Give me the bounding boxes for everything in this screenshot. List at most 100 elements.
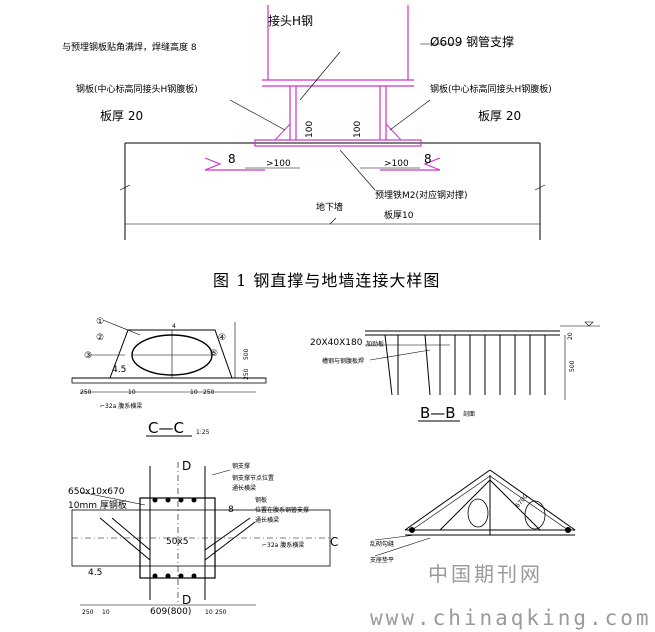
embedded-plate [254,139,422,147]
cg-mark-2: ② [96,333,104,343]
leader-joint [299,51,341,101]
plan-note-1: 钢支撑 [232,462,250,470]
truss-leader-1 [374,534,416,541]
truss-note-1: 乱砌勾缝 [370,540,394,548]
cg-scale: 1:25 [196,429,210,436]
bolt [165,573,171,579]
plate-right-thk-label: 板厚 20 [478,109,521,123]
plan-beam-label: ⌐32a 腹系横梁 [262,541,304,549]
plan-beam-band [71,509,331,567]
plan-dim-250-left: 250 [82,609,94,616]
truss-detail: 乱砌勾缝 支座垫平 6700 [370,469,576,564]
bb-title: B—B [420,404,456,422]
plan-brace-l2 [111,517,151,551]
bb-level-mark [584,321,594,327]
leader-plate-left [229,99,286,131]
leader-embedded [339,149,376,191]
plate-right-label: 钢板(中心标高同接头H钢腹板) [430,83,552,95]
plan-plate-650: 650x10x670 [68,487,125,497]
bb-dim-20: 20 [567,332,574,340]
plan-section-8: 8 [228,505,234,515]
cg-beam-label: ⌐32a 腹系横梁 [100,402,142,410]
bb-leader-2 [369,349,431,361]
dim-100-b: 100 [353,121,363,138]
cg-title: C—C [148,419,184,437]
weld-symbol-right [423,157,441,171]
cg-d10-left: 10 [128,389,136,396]
figure-caption: 图 1 钢直撑与地墙连接大样图 [213,271,440,290]
wall-break-bottom [329,217,337,225]
cg-mark-5: ⑤ [210,349,218,359]
truss-support-right [565,527,571,533]
plan-leader-650 [79,491,146,506]
cg-dim-500: 500 [243,348,250,360]
truss-support-left [409,527,415,533]
plan-note-2: 钢支撑节点位置 [232,474,274,482]
plan-dim-609: 609(800) [150,607,191,617]
bb-plate-note: 加劲板 [366,340,384,348]
cg-mark-3: ③ [84,351,92,361]
embedded-label: 预埋铁M2(对应钢对撑) [375,189,468,201]
cg-mark-1: ① [96,317,104,327]
bolt [178,573,184,579]
cg-mark-4: ④ [218,333,226,343]
plan-dim-10-right: 10 [205,609,213,616]
weld-symbol-left [204,157,222,171]
cg-dim-250: 250 [243,368,250,380]
plan-bolts [152,497,197,579]
bolt [152,497,158,503]
plate-left-label: 钢板(中心标高同接头H钢腹板) [76,83,198,95]
plate-left-thk-label: 板厚 20 [100,109,143,123]
truss-top-left [404,469,491,531]
bolt [191,497,197,503]
plan-center-plate: 50x5 [166,537,189,547]
plan-note-5: 位置在腹系钢管支撑 [255,506,309,514]
plan-leader-notes [211,469,231,476]
cg-trapezoid [109,329,233,379]
plan-brace-l1 [99,517,151,561]
weld-8-left: 8 [228,152,236,166]
plan-dim-250-right: 250 [215,609,227,616]
truss-top-left-inner [411,475,491,531]
truss-note-2: 支座垫平 [370,556,394,564]
dim-100-d: >100 [384,159,409,169]
watermark-cn: 中国期刊网 [428,562,543,586]
truss-leader-2 [374,537,431,557]
weld-note-label: 与预埋钢板贴角满焊，焊缝高度 8 [62,41,197,53]
dim-100-c: >100 [266,159,291,169]
plan-brace-r1 [204,517,251,551]
cg-detail: 250 10 10 250 ⌐32a 腹系横梁 500 250 4.5 4 ① … [71,317,267,437]
wall-label: 地下墙 [316,201,343,213]
plan-note-6: 通长横梁 [255,516,279,524]
stiffener-right [385,122,403,141]
plan-brace-r2 [204,521,256,561]
plan-section-c: C [330,535,338,549]
truss-pipe-right [524,500,546,530]
cg-weld-4: 4 [172,323,176,330]
cg-d10-right: 10 [190,389,198,396]
bb-piles [384,334,546,396]
wall-break-left [119,184,131,191]
truss-top-right-inner [489,475,569,531]
leader-plate-right [389,99,431,131]
dim-100-a: 100 [305,121,315,138]
watermark-url: www.chinaqking.com [370,606,652,630]
cg-leader-top [102,319,141,336]
pipe-brace-label: Ø609 钢管支撑 [430,34,514,49]
bb-pile [424,334,431,396]
joint-h-steel-label: 接头H钢 [268,13,313,28]
cg-beam [71,377,267,384]
truss-top-right [489,469,576,531]
cg-weld-45: 4.5 [112,365,126,375]
plan-weld-45: 4.5 [88,568,102,578]
wall-break-right [534,184,546,191]
bb-dim-500: 500 [569,360,576,372]
plan-node-plate [139,497,216,579]
top-detail: 接头H钢 与预埋钢板贴角满焊，焊缝高度 8 钢板(中心标高同接头H钢腹板) 板厚… [62,5,552,290]
bb-plate-label: 20X40X180 [310,338,363,348]
bb-title-suffix: 剖面 [463,410,475,418]
bb-pile [384,334,393,396]
plan-dim-10-left: 10 [102,609,110,616]
bb-section: 20X40X180 加劲板 槽钢与钢腹板焊 20 500 B—B 剖面 [310,321,600,422]
